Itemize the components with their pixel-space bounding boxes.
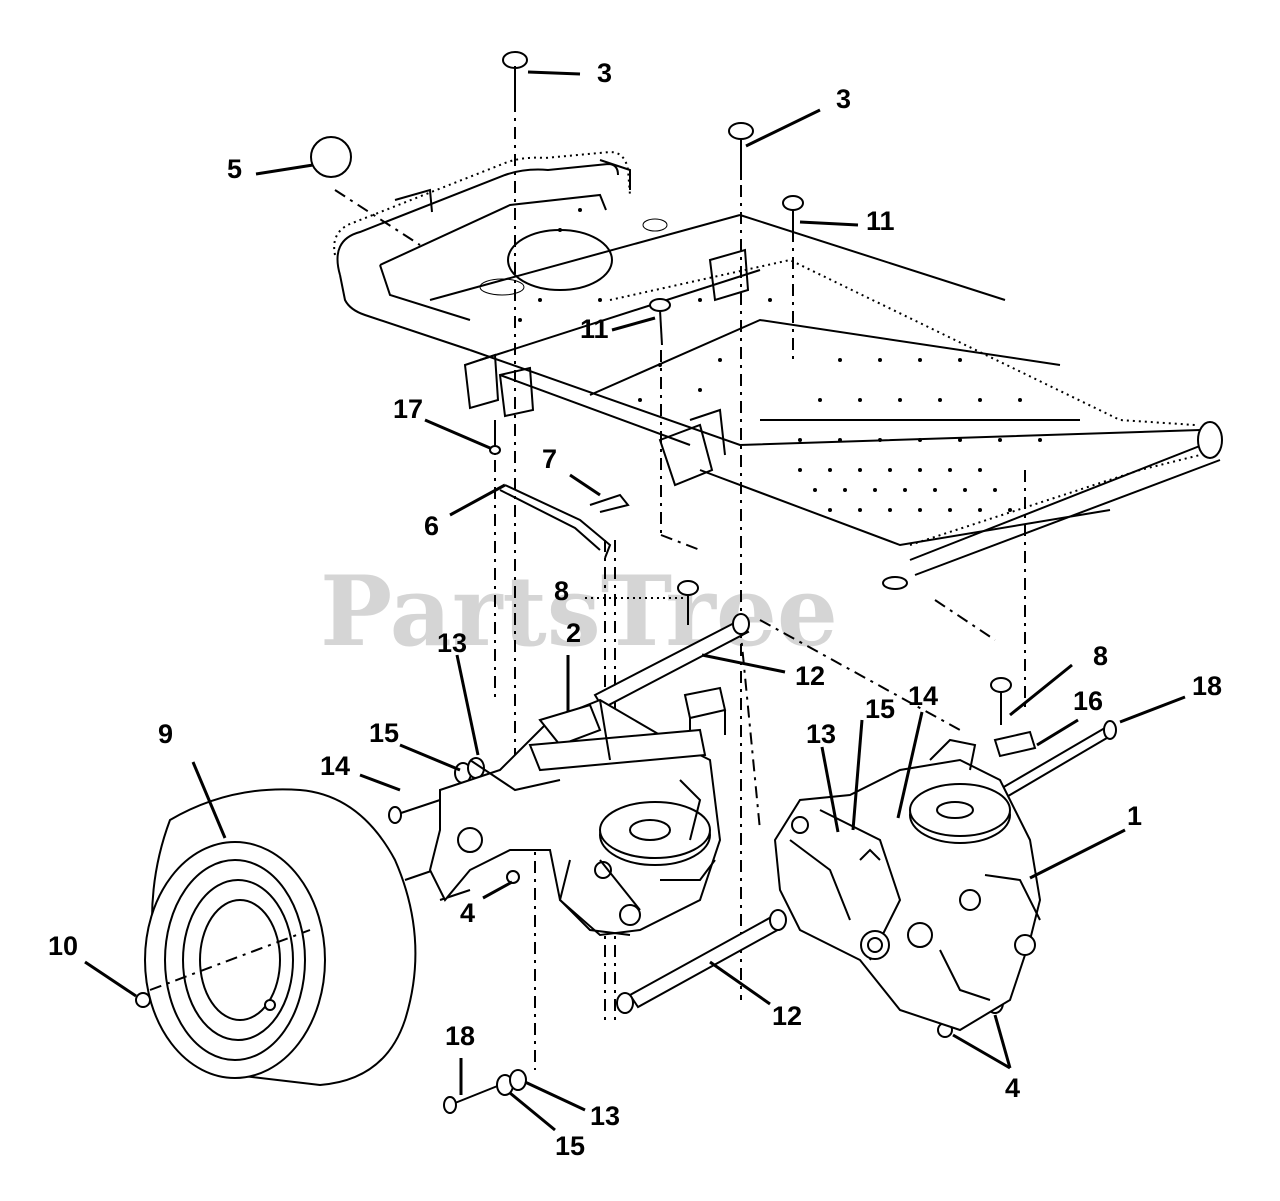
callout-3-right: 3 [836,84,851,114]
callout-13-left: 13 [437,628,467,658]
callout-18-right: 18 [1192,671,1222,701]
callout-labels: 3 3 5 11 11 17 7 6 8 2 13 12 8 18 14 16 … [48,58,1222,1161]
callout-15-left: 15 [369,718,399,748]
callout-15-right: 15 [865,694,895,724]
right-transaxle [773,738,1042,1032]
callout-6: 6 [424,511,439,541]
callout-4-right: 4 [1005,1073,1020,1103]
callout-7: 7 [542,444,557,474]
callout-14-right: 14 [908,681,938,711]
callout-9: 9 [158,719,173,749]
callout-15-lower: 15 [555,1131,585,1161]
callout-14-left: 14 [320,751,350,781]
leader-lines [84,70,1186,1132]
callout-13-lower: 13 [590,1101,620,1131]
callout-2: 2 [566,618,581,648]
callout-16: 16 [1073,686,1103,716]
callout-12-upper: 12 [795,661,825,691]
callout-5: 5 [227,154,242,184]
callout-13-right: 13 [806,719,836,749]
axle-tubes [593,613,787,1014]
callout-4-left: 4 [460,898,475,928]
callout-17: 17 [393,394,423,424]
callout-10: 10 [48,931,78,961]
left-transaxle [428,698,722,937]
mower-frame [333,150,1223,590]
callout-3-top: 3 [597,58,612,88]
callout-8-right: 8 [1093,641,1108,671]
rear-wheel [144,788,417,1087]
callout-11-center: 11 [580,314,609,344]
callout-8-left: 8 [554,576,569,606]
watermark-text: PartsTree [320,555,838,668]
callout-18-lower: 18 [445,1021,475,1051]
callout-12-lower: 12 [772,1001,802,1031]
callout-11-right: 11 [866,206,895,236]
callout-1: 1 [1127,801,1142,831]
alignment-lines [334,100,1026,1070]
